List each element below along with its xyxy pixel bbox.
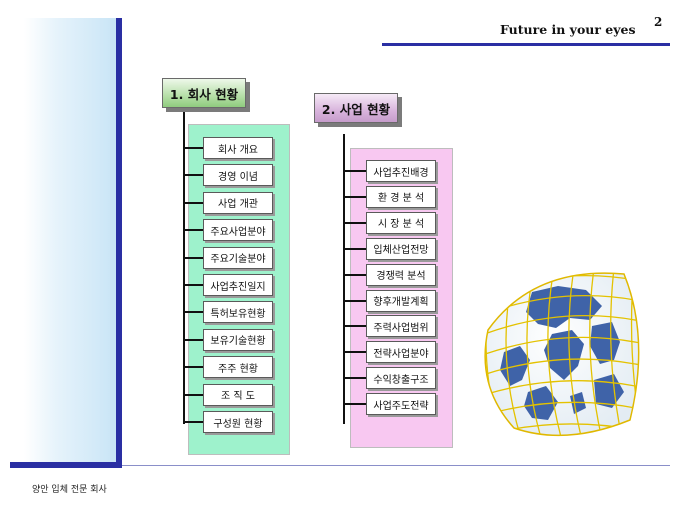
footer-company-name: 양안 입체 전문 회사 bbox=[32, 485, 107, 495]
header-title: Future in your eyes bbox=[500, 22, 636, 37]
section1-item[interactable]: 경영 이념 bbox=[203, 164, 273, 187]
section1-item[interactable]: 사업추진일지 bbox=[203, 274, 273, 296]
section1-branch-line bbox=[183, 338, 203, 341]
section2-item[interactable]: 전략사업분야 bbox=[366, 341, 436, 364]
section1-item[interactable]: 특허보유현황 bbox=[203, 301, 273, 324]
section2-item[interactable]: 입체산업전망 bbox=[366, 237, 436, 260]
section2-branch-line bbox=[343, 170, 366, 172]
header-rule bbox=[382, 43, 670, 46]
section2-branch-line bbox=[343, 299, 366, 302]
section2-connector-line bbox=[343, 134, 345, 424]
section2-branch-line bbox=[343, 247, 366, 250]
section1-item[interactable]: 회사 개요 bbox=[203, 137, 273, 159]
section2-item[interactable]: 사업주도전략 bbox=[366, 393, 436, 416]
section1-branch-line bbox=[183, 284, 203, 286]
bottom-accent-bar bbox=[10, 462, 122, 468]
section1-branch-line bbox=[183, 229, 203, 232]
section1-item[interactable]: 조 직 도 bbox=[203, 383, 273, 406]
left-accent-bar bbox=[116, 18, 122, 468]
section1-item[interactable]: 주주 현황 bbox=[203, 356, 273, 379]
section2-item[interactable]: 향후개발계획 bbox=[366, 289, 436, 312]
section1-item[interactable]: 주요사업분야 bbox=[203, 219, 273, 242]
section1-connector-line bbox=[183, 112, 185, 424]
bottom-rule bbox=[122, 465, 670, 466]
section2-branch-line bbox=[343, 403, 366, 406]
section2-item[interactable]: 수익창출구조 bbox=[366, 367, 436, 390]
section1-branch-line bbox=[183, 256, 203, 259]
section1-branch-line bbox=[183, 147, 203, 149]
section2-item[interactable]: 주력사업범위 bbox=[366, 315, 436, 338]
section2-branch-line bbox=[343, 221, 366, 224]
section1-branch-line bbox=[183, 421, 203, 423]
section2-item[interactable]: 경쟁력 분석 bbox=[366, 263, 436, 286]
section1-item[interactable]: 구성원 현황 bbox=[203, 411, 273, 433]
section2-heading[interactable]: 2. 사업 현황 bbox=[314, 93, 398, 123]
section2-branch-line bbox=[343, 195, 366, 198]
section1-heading[interactable]: 1. 회사 현황 bbox=[162, 78, 246, 108]
globe-grid-illustration bbox=[484, 272, 640, 437]
section2-branch-line bbox=[343, 325, 366, 328]
section1-branch-line bbox=[183, 311, 203, 314]
section1-branch-line bbox=[183, 393, 203, 396]
section2-branch-line bbox=[343, 273, 366, 276]
page-number: 2 bbox=[654, 15, 663, 29]
section1-branch-line bbox=[183, 201, 203, 204]
section2-branch-line bbox=[343, 351, 366, 354]
section1-branch-line bbox=[183, 366, 203, 369]
section1-item[interactable]: 보유기술현황 bbox=[203, 328, 273, 351]
section2-branch-line bbox=[343, 377, 366, 380]
left-decorative-band bbox=[24, 18, 116, 466]
section1-branch-line bbox=[183, 174, 203, 177]
section1-item[interactable]: 주요기술분야 bbox=[203, 246, 273, 269]
section2-item[interactable]: 환 경 분 석 bbox=[366, 185, 436, 208]
section2-item[interactable]: 사업추진배경 bbox=[366, 160, 436, 182]
section1-item[interactable]: 사업 개관 bbox=[203, 191, 273, 214]
section2-item[interactable]: 시 장 분 석 bbox=[366, 211, 436, 234]
